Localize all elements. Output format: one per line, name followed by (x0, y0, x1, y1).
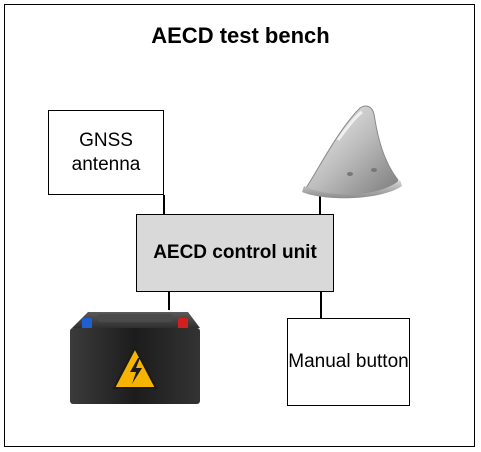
aecd-control-unit-box: AECD control unit (136, 214, 334, 292)
connector-antenna-to-control (319, 196, 321, 214)
shark-fin-antenna-icon (302, 105, 402, 199)
gnss-antenna-box: GNSS antenna (48, 110, 164, 195)
connector-gnss-to-control (163, 195, 165, 214)
connector-control-to-manual (320, 292, 322, 318)
manual-button-box: Manual button (287, 318, 410, 406)
aecd-control-unit-label: AECD control unit (153, 242, 317, 264)
car-battery-icon (70, 312, 200, 404)
connector-battery-to-control (168, 292, 170, 310)
gnss-antenna-label: GNSS antenna (71, 129, 141, 175)
diagram-title: AECD test bench (151, 23, 330, 48)
manual-button-label: Manual button (288, 351, 409, 373)
